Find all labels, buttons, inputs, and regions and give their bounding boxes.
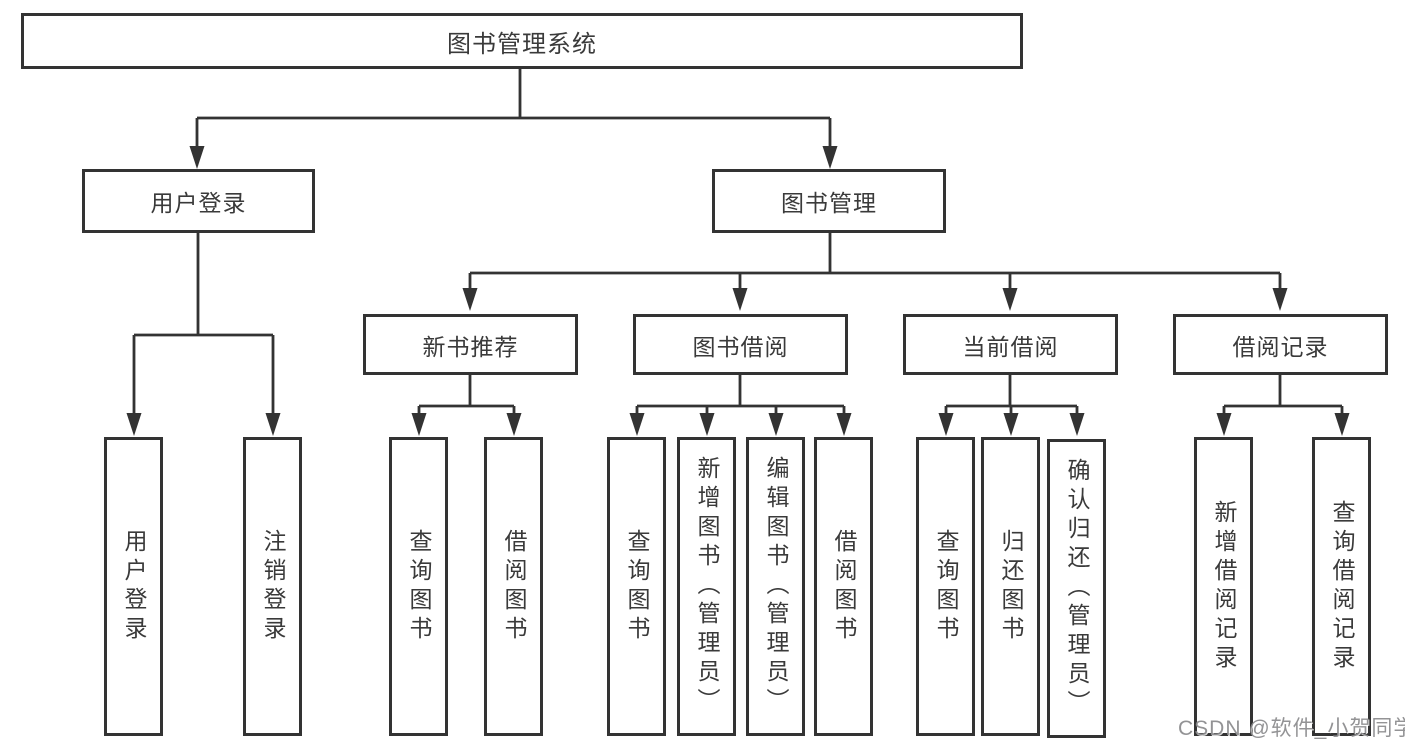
arrowhead-icon	[411, 413, 427, 436]
arrowhead-icons	[126, 146, 1350, 436]
node-leaf-current-return: 归还图书	[981, 437, 1040, 736]
node-leaf-current-confirm-admin: 确认归还（管理员）	[1047, 439, 1106, 738]
arrowhead-icon	[126, 413, 142, 436]
node-leaf-newbooks-query: 查询图书	[389, 437, 448, 736]
arrowhead-icon	[732, 288, 748, 311]
arrowhead-icon	[699, 413, 715, 436]
arrowhead-icon	[462, 288, 478, 311]
arrowhead-icon	[768, 413, 784, 436]
connector-root-branch	[195, 68, 832, 150]
arrowhead-icon	[1216, 413, 1232, 436]
node-current-borrow: 当前借阅	[903, 314, 1118, 375]
connector-lines	[132, 68, 1344, 418]
node-leaf-records-query: 查询借阅记录	[1312, 437, 1371, 736]
arrowhead-icon	[506, 413, 522, 436]
arrowhead-icon	[822, 146, 838, 169]
arrowhead-icon	[189, 146, 205, 169]
node-leaf-borrow-borrow: 借阅图书	[814, 437, 873, 736]
arrowhead-icon	[1272, 288, 1288, 311]
node-leaf-borrow-add-admin: 新增图书（管理员）	[677, 437, 736, 736]
node-book-mgmt: 图书管理	[712, 169, 946, 233]
node-leaf-newbooks-borrow: 借阅图书	[484, 437, 543, 736]
node-leaf-user-login: 用户登录	[104, 437, 163, 736]
arrowhead-icon	[836, 413, 852, 436]
arrowhead-icon	[1002, 288, 1018, 311]
arrowhead-icon	[629, 413, 645, 436]
node-leaf-current-query: 查询图书	[916, 437, 975, 736]
arrowhead-icon	[938, 413, 954, 436]
node-leaf-borrow-edit-admin: 编辑图书（管理员）	[746, 437, 805, 736]
connector-user-login-branch	[132, 233, 275, 418]
node-book-borrow: 图书借阅	[633, 314, 848, 375]
node-user-login: 用户登录	[82, 169, 315, 233]
csdn-watermark: CSDN @软件_小贺同学	[1178, 717, 1405, 740]
node-leaf-borrow-query: 查询图书	[607, 437, 666, 736]
arrowhead-icon	[1069, 413, 1085, 436]
arrowhead-icon	[1003, 413, 1019, 436]
node-leaf-records-add: 新增借阅记录	[1194, 437, 1253, 736]
connector-current-branch	[944, 375, 1079, 418]
connector-book-mgmt-branch	[468, 233, 1282, 293]
node-leaf-logout: 注销登录	[243, 437, 302, 736]
node-new-books: 新书推荐	[363, 314, 578, 375]
connector-new-books-branch	[417, 375, 516, 418]
connector-records-branch	[1222, 375, 1344, 418]
node-borrow-records: 借阅记录	[1173, 314, 1388, 375]
node-root-system: 图书管理系统	[21, 13, 1023, 69]
arrowhead-icon	[265, 413, 281, 436]
connector-borrow-branch	[635, 375, 846, 418]
arrowhead-icon	[1334, 413, 1350, 436]
